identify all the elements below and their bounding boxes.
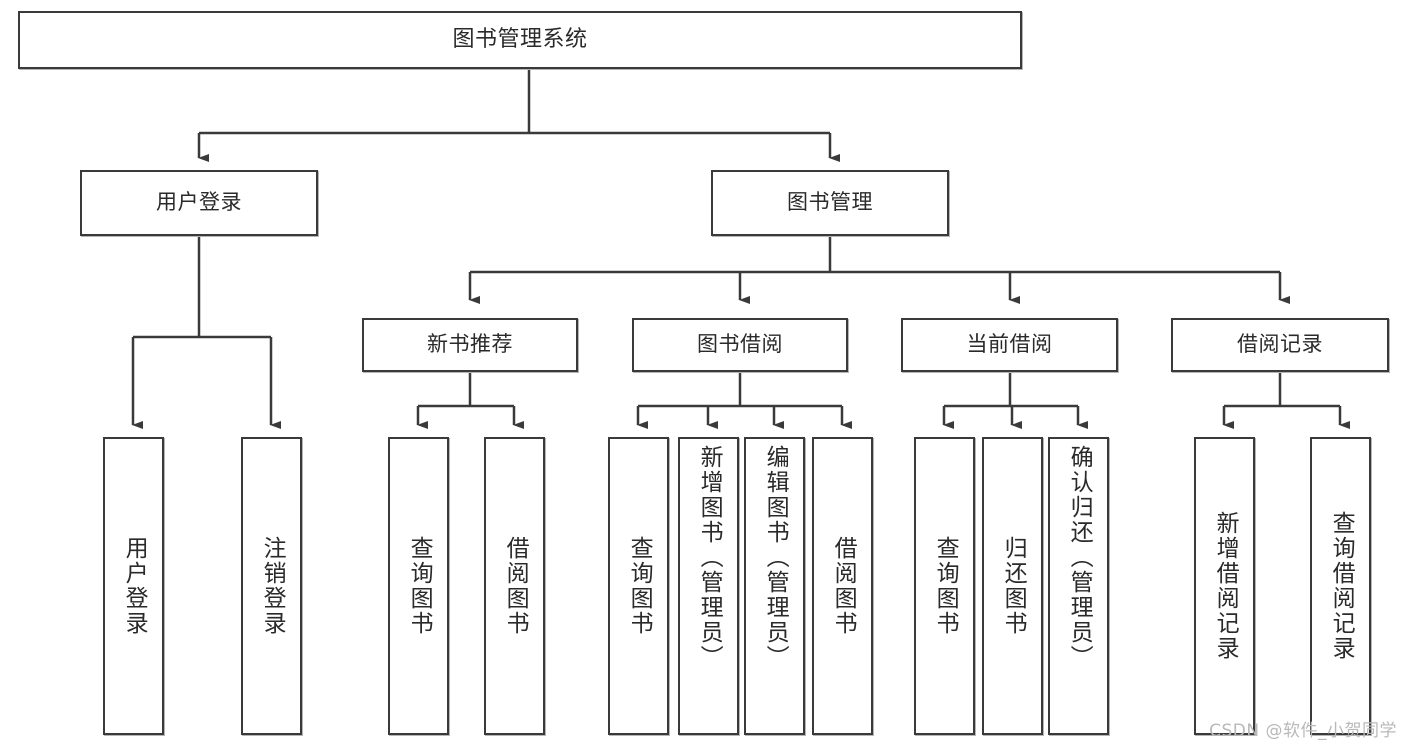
leaf-user-login-signout[interactable]: 注销登录 <box>241 437 302 735</box>
leaf-new-book-borrow-book[interactable]: 借阅图书 <box>484 437 545 735</box>
node-label: 图书管理 <box>787 190 873 215</box>
leaf-user-login-signin[interactable]: 用户登录 <box>103 437 164 735</box>
node-new-book-recommend[interactable]: 新书推荐 <box>362 318 578 372</box>
node-borrow-record[interactable]: 借阅记录 <box>1171 318 1389 372</box>
node-label: 注销登录 <box>259 536 286 636</box>
node-label: 查询图书 <box>626 536 653 636</box>
leaf-current-borrow-query-book[interactable]: 查询图书 <box>914 437 975 735</box>
node-label: 确认归还（管理员） <box>1066 445 1093 670</box>
node-book-borrow[interactable]: 图书借阅 <box>632 318 848 372</box>
node-label: 新书推荐 <box>427 332 513 357</box>
node-label: 当前借阅 <box>966 332 1053 357</box>
node-label: 新增图书（管理员） <box>696 445 723 670</box>
leaf-borrow-record-add-record[interactable]: 新增借阅记录 <box>1194 437 1255 735</box>
leaf-book-borrow-borrow-book[interactable]: 借阅图书 <box>812 437 873 735</box>
leaf-current-borrow-confirm-return-admin[interactable]: 确认归还（管理员） <box>1048 437 1109 735</box>
leaf-new-book-query-book[interactable]: 查询图书 <box>388 437 449 735</box>
leaf-book-borrow-add-book-admin[interactable]: 新增图书（管理员） <box>678 437 739 735</box>
leaf-book-borrow-edit-book-admin[interactable]: 编辑图书（管理员） <box>744 437 805 735</box>
leaf-borrow-record-query-record[interactable]: 查询借阅记录 <box>1310 437 1371 735</box>
node-root-system[interactable]: 图书管理系统 <box>18 11 1022 69</box>
node-label: 图书借阅 <box>697 332 783 357</box>
node-label: 借阅记录 <box>1237 332 1323 357</box>
node-label: 归还图书 <box>1000 536 1027 636</box>
node-label: 查询借阅记录 <box>1328 511 1355 661</box>
node-current-borrow[interactable]: 当前借阅 <box>901 318 1118 372</box>
node-label: 图书管理系统 <box>452 26 588 52</box>
node-label: 查询图书 <box>406 536 433 636</box>
node-label: 用户登录 <box>156 190 242 215</box>
node-label: 借阅图书 <box>502 536 529 636</box>
leaf-book-borrow-query-book[interactable]: 查询图书 <box>608 437 669 735</box>
node-user-login[interactable]: 用户登录 <box>80 170 318 236</box>
node-label: 借阅图书 <box>830 536 857 636</box>
node-label: 新增借阅记录 <box>1212 511 1239 661</box>
node-label: 查询图书 <box>932 536 959 636</box>
node-label: 编辑图书（管理员） <box>762 445 789 670</box>
node-book-management[interactable]: 图书管理 <box>711 170 949 236</box>
node-label: 用户登录 <box>121 536 148 636</box>
csdn-watermark: CSDN @软件_小贺同学 <box>1209 721 1397 741</box>
leaf-current-borrow-return-book[interactable]: 归还图书 <box>982 437 1043 735</box>
